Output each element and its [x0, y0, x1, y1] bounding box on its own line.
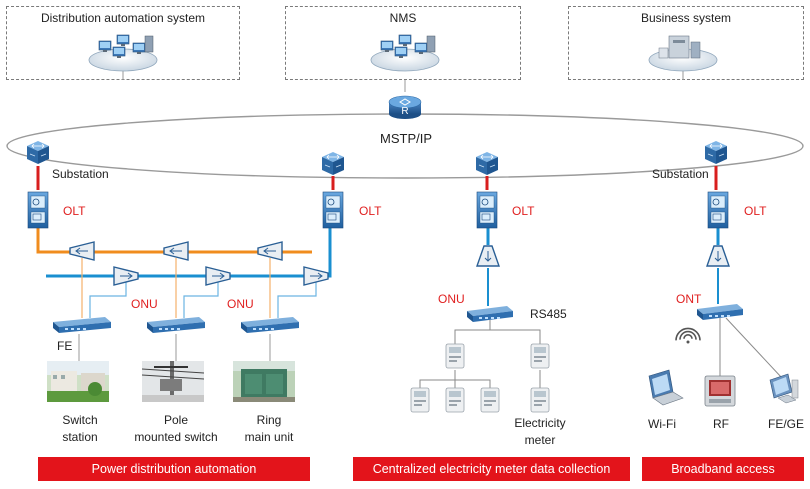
business-servers-icon — [648, 35, 718, 72]
rs485-label: RS485 — [530, 307, 567, 321]
meter-onu-icon — [467, 306, 513, 322]
wifi-signal-icon — [675, 327, 701, 344]
substation-left-label: Substation — [52, 167, 109, 181]
olt-label-1: OLT — [63, 204, 86, 218]
switch-station-photo — [47, 361, 109, 402]
meter-splitter-icon — [476, 245, 500, 267]
das-title: Distribution automation system — [40, 11, 206, 25]
blue-splitter-3-icon — [303, 266, 329, 286]
router-icon: R — [388, 95, 422, 119]
meter-4-icon — [445, 387, 465, 413]
onu-label-2: ONU — [227, 297, 254, 311]
orange-splitter-3-icon — [257, 241, 283, 261]
blue-splitter-2-icon — [205, 266, 231, 286]
ring-main-unit-label: Ring main unit — [244, 413, 294, 444]
pole-switch-photo — [142, 361, 204, 402]
meter-2-icon — [530, 343, 550, 369]
pole-switch-label: Pole mounted switch — [134, 413, 218, 444]
olt-4-icon — [707, 191, 729, 229]
meter-5-icon — [480, 387, 500, 413]
substation-right-label: Substation — [652, 167, 709, 181]
router-mark: R — [401, 106, 408, 117]
olt-2-icon — [322, 191, 344, 229]
onu-3-icon — [241, 317, 299, 333]
nms-box: NMS — [285, 6, 521, 80]
broadband-access-bar: Broadband access — [642, 457, 804, 481]
fe-label: FE — [57, 339, 73, 353]
onu-2-icon — [147, 317, 205, 333]
substation-switch-3-icon — [476, 152, 498, 175]
rf-device-icon — [704, 375, 736, 407]
onu-label-1: ONU — [131, 297, 158, 311]
meter-1-icon — [445, 343, 465, 369]
olt-label-4: OLT — [744, 204, 767, 218]
orange-fiber-bus — [36, 228, 312, 254]
olt-3-icon — [476, 191, 498, 229]
orange-splitter-2-icon — [163, 241, 189, 261]
rf-label: RF — [713, 417, 729, 431]
blue-drops — [89, 282, 317, 318]
laptop-icon — [648, 369, 684, 406]
blue-splitter-1-icon — [113, 266, 139, 286]
switch-station-label: Switch station — [62, 413, 98, 444]
meter-3-icon — [410, 387, 430, 413]
olt-label-3: OLT — [512, 204, 535, 218]
olt-1-icon — [27, 191, 49, 229]
mstp-label: MSTP/IP — [380, 131, 433, 146]
broadband-splitter-icon — [706, 245, 730, 267]
meter-6-icon — [530, 387, 550, 413]
ring-main-unit-photo — [233, 361, 295, 402]
electricity-meter-label: Electricity meter — [514, 416, 566, 447]
ont-label: ONT — [676, 292, 702, 306]
fe-ge-label: FE/GE — [768, 417, 805, 431]
olt-label-2: OLT — [359, 204, 382, 218]
orange-splitter-1-icon — [69, 241, 95, 261]
nms-title: NMS — [389, 11, 417, 25]
substation-switch-4-icon — [705, 141, 727, 164]
wifi-label: Wi-Fi — [648, 417, 676, 431]
onu-site-links — [78, 334, 271, 361]
power-distribution-bar: Power distribution automation — [38, 457, 310, 481]
onu-1-icon — [53, 317, 111, 333]
ont-icon — [697, 304, 743, 320]
business-system-box: Business system — [568, 6, 804, 80]
nms-workstations-icon — [370, 34, 440, 72]
ont-links — [719, 317, 783, 379]
substation-switch-2-icon — [322, 152, 344, 175]
onu-label-3: ONU — [438, 292, 465, 306]
fe-ge-computer-icon — [769, 373, 799, 404]
business-system-title: Business system — [640, 11, 732, 25]
das-workstations-icon — [88, 34, 158, 72]
orange-drops — [81, 258, 271, 318]
substation-switch-1-icon — [27, 141, 49, 164]
blue-fiber-bus — [46, 228, 332, 278]
meter-collection-bar: Centralized electricity meter data colle… — [353, 457, 630, 481]
rs485-bus — [419, 320, 541, 388]
